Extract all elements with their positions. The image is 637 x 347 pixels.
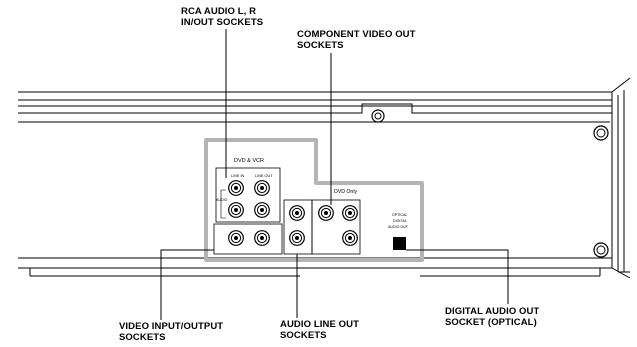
jack-line-in-top	[228, 180, 244, 196]
jack-audio-out-l	[289, 230, 305, 246]
label-audio: AUDIO	[216, 198, 228, 202]
jack-line-in-audio	[228, 202, 244, 218]
label-optical-3: AUDIO OUT	[388, 225, 409, 229]
label-line-in: LINE IN	[231, 174, 245, 178]
callout-component-video-line2: SOCKETS	[297, 40, 344, 51]
callout-audio-line-out: AUDIO LINE OUT SOCKETS	[280, 319, 359, 341]
label-dvd-only: DVD Only	[334, 189, 357, 195]
screw-top-center	[371, 109, 385, 123]
callout-audio-line-out-line2: SOCKETS	[280, 330, 327, 341]
callout-digital-audio-line1: DIGITAL AUDIO OUT	[445, 306, 540, 317]
optical-socket	[393, 237, 406, 250]
callout-rca-audio: RCA AUDIO L, R IN/OUT SOCKETS	[181, 6, 263, 28]
jack-component-pr	[342, 230, 358, 246]
jack-component-pb	[342, 205, 358, 221]
device-chassis	[18, 77, 631, 279]
callout-video-io-line2: SOCKETS	[119, 332, 166, 343]
callout-component-video-line1: COMPONENT VIDEO OUT	[297, 29, 416, 40]
label-line-out: LINE OUT	[255, 174, 273, 178]
panel-frame	[204, 138, 424, 262]
callout-rca-audio-line2: IN/OUT SOCKETS	[181, 17, 264, 28]
screw-right-bottom	[593, 242, 609, 258]
jack-video-in	[228, 230, 244, 246]
audio-bracket	[220, 189, 226, 219]
screw-right-top	[593, 125, 609, 141]
label-dvd-vcr: DVD & VCR	[234, 158, 264, 164]
callout-audio-line-out-line1: AUDIO LINE OUT	[280, 319, 359, 330]
jack-line-out-top	[254, 180, 270, 196]
label-optical-2: DIGITAL	[393, 219, 407, 223]
callout-rca-audio-line1: RCA AUDIO L, R	[181, 6, 257, 17]
leader-video-io	[160, 249, 214, 320]
jack-video-out	[254, 230, 270, 246]
callout-video-io: VIDEO INPUT/OUTPUT SOCKETS	[119, 321, 223, 343]
callout-digital-audio-line2: SOCKET (OPTICAL)	[445, 317, 537, 328]
panel-sections	[213, 167, 361, 255]
jack-line-out-audio	[254, 202, 270, 218]
label-optical-1: OPTICAL	[392, 213, 407, 217]
callout-video-io-line1: VIDEO INPUT/OUTPUT	[119, 321, 224, 332]
jack-component-y	[318, 205, 334, 221]
leader-lines	[160, 29, 509, 320]
jack-audio-out-r	[289, 205, 305, 221]
leader-digital-audio	[406, 249, 509, 304]
callout-component-video: COMPONENT VIDEO OUT SOCKETS	[297, 29, 416, 51]
callout-digital-audio: DIGITAL AUDIO OUT SOCKET (OPTICAL)	[445, 306, 539, 328]
